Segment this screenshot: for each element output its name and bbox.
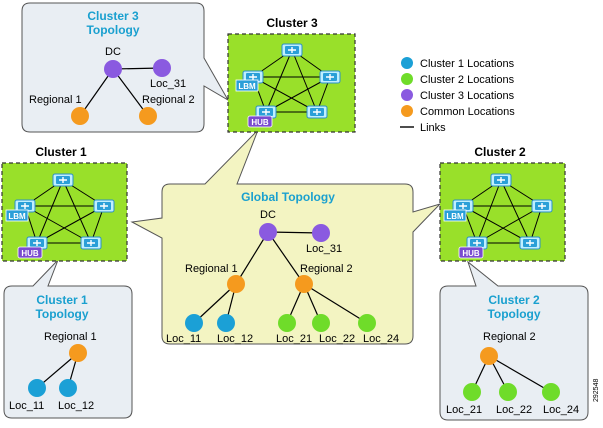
cluster2-topology-panel: Cluster 2 Topology Regional 2 Loc_21 Loc… xyxy=(439,260,589,421)
c1-router-icon xyxy=(52,173,74,187)
c1t-loc12-label: Loc_12 xyxy=(58,400,94,412)
c3-lbm-label: LBM xyxy=(238,82,256,91)
c1t-loc11-label: Loc_11 xyxy=(9,400,44,412)
cluster1-topology-panel: Cluster 1 Topology Regional 1 Loc_11 Loc… xyxy=(3,259,133,419)
c3t-loc31-node xyxy=(153,59,171,77)
global-topology-title: Global Topology xyxy=(241,190,335,204)
cluster1-topology-title-2: Topology xyxy=(35,307,88,321)
c3t-dc-node xyxy=(104,60,122,78)
c3t-loc31-label: Loc_31 xyxy=(150,78,186,90)
c1-router-icon xyxy=(80,236,102,250)
c1t-regional1-node xyxy=(69,344,87,362)
c1t-regional1-label: Regional 1 xyxy=(44,331,97,343)
c2t-loc22-label: Loc_22 xyxy=(496,404,532,416)
legend-cluster1-swatch xyxy=(401,57,413,69)
c2t-loc24-label: Loc_24 xyxy=(543,404,579,416)
c1-router-icon xyxy=(93,199,115,213)
gt-loc12-label: Loc_12 xyxy=(217,333,253,345)
gt-regional1-node xyxy=(227,275,245,293)
c1-hub-tag-icon xyxy=(17,246,43,259)
gt-loc11-label: Loc_11 xyxy=(166,333,201,345)
cluster3-box: Cluster 3 LBM HUB xyxy=(227,16,356,133)
cluster1-box: Cluster 1 LBM HUB xyxy=(1,145,128,262)
legend: Cluster 1 Locations Cluster 2 Locations … xyxy=(400,57,515,134)
global-topology-panel: Global Topology DC Loc_31 Regional 1 Reg… xyxy=(130,129,442,345)
cluster3-title: Cluster 3 xyxy=(266,16,318,30)
c2t-regional2-label: Regional 2 xyxy=(483,331,536,343)
c2-router-icon xyxy=(490,173,512,187)
gt-regional1-label: Regional 1 xyxy=(185,263,238,275)
gt-regional2-node xyxy=(295,275,313,293)
cluster2-topology-title-1: Cluster 2 xyxy=(488,293,540,307)
cluster2-title: Cluster 2 xyxy=(474,145,526,159)
cluster2-topology-title-2: Topology xyxy=(487,307,540,321)
c2t-regional2-node xyxy=(480,347,498,365)
gt-regional2-label: Regional 2 xyxy=(300,263,353,275)
gt-loc21-label: Loc_21 xyxy=(276,333,312,345)
cluster3-topology-title-1: Cluster 3 xyxy=(87,9,139,23)
c1-lbm-tag-icon xyxy=(5,209,29,222)
c1t-loc11-node xyxy=(28,379,46,397)
c3-router-icon xyxy=(319,70,341,84)
legend-cluster2-swatch xyxy=(401,73,413,85)
legend-item-label: Cluster 2 Locations xyxy=(420,74,515,86)
gt-loc31-label: Loc_31 xyxy=(306,243,342,255)
cluster1-title: Cluster 1 xyxy=(35,145,87,159)
c1t-loc12-node xyxy=(59,379,77,397)
c2-router-icon xyxy=(519,236,541,250)
legend-item-label: Cluster 3 Locations xyxy=(420,90,515,102)
gt-dc-label: DC xyxy=(260,209,276,221)
cluster3-topology-title-2: Topology xyxy=(86,23,139,37)
legend-item-label: Common Locations xyxy=(420,106,515,118)
c3t-regional2-label: Regional 2 xyxy=(142,94,195,106)
gt-loc22-label: Loc_22 xyxy=(319,333,355,345)
legend-item-label: Links xyxy=(420,122,446,134)
legend-common-swatch xyxy=(401,105,413,117)
c2t-loc22-node xyxy=(499,383,517,401)
c2-lbm-label: LBM xyxy=(446,212,464,221)
c2-hub-tag-icon xyxy=(458,246,484,259)
gt-loc24-label: Loc_24 xyxy=(363,333,399,345)
c3t-dc-label: DC xyxy=(105,46,121,58)
c3t-regional2-node xyxy=(139,107,157,125)
c3-router-icon xyxy=(306,105,328,119)
gt-loc22-node xyxy=(312,314,330,332)
c3-hub-label: HUB xyxy=(251,118,269,127)
gt-loc21-node xyxy=(278,314,296,332)
cluster2-box: Cluster 2 LBM HUB xyxy=(439,145,566,262)
figure-id: 292548 xyxy=(593,379,600,402)
legend-item-label: Cluster 1 Locations xyxy=(420,58,515,70)
cluster3-topology-panel: Cluster 3 Topology DC Loc_31 Regional 1 … xyxy=(21,2,230,133)
c3-hub-tag-icon xyxy=(247,115,273,128)
cluster1-topology-title-1: Cluster 1 xyxy=(36,293,88,307)
gt-loc11-node xyxy=(185,314,203,332)
c3t-regional1-node xyxy=(71,107,89,125)
c3-lbm-tag-icon xyxy=(235,79,259,92)
c2t-loc21-node xyxy=(463,383,481,401)
c3-router-icon xyxy=(281,43,303,57)
c2-hub-label: HUB xyxy=(462,249,480,258)
gt-loc31-node xyxy=(312,224,330,242)
c3t-regional1-label: Regional 1 xyxy=(29,94,82,106)
legend-cluster3-swatch xyxy=(401,89,413,101)
c2t-loc21-label: Loc_21 xyxy=(446,404,482,416)
c2t-loc24-node xyxy=(542,383,560,401)
gt-loc12-node xyxy=(217,314,235,332)
c1-hub-label: HUB xyxy=(21,249,39,258)
c2-lbm-tag-icon xyxy=(443,209,467,222)
c2-router-icon xyxy=(531,199,553,213)
gt-loc24-node xyxy=(358,314,376,332)
gt-dc-node xyxy=(259,223,277,241)
c1-lbm-label: LBM xyxy=(8,212,26,221)
